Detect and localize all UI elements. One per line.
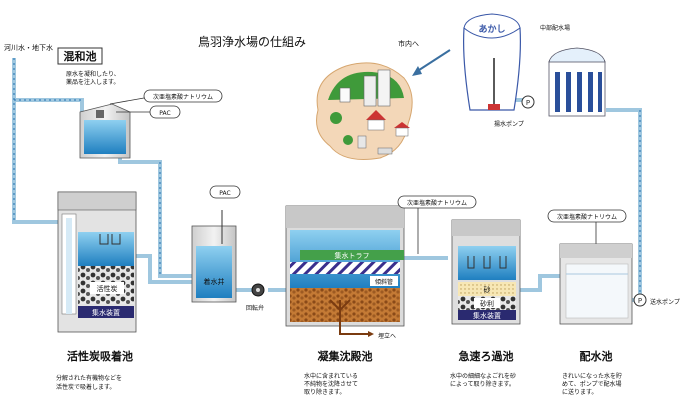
sedimentation-trough-label: 集水トラフ	[335, 251, 370, 260]
filter-sand-label: 砂	[484, 285, 491, 294]
rapid-filter-desc-1: 水中の細細なよごれを砂	[450, 372, 516, 380]
diagram-title: 鳥羽浄水場の仕組み	[198, 34, 306, 49]
filter-gravel-label: 砂利	[480, 299, 494, 308]
chem-tag-mixing: 次亜塩素酸ナトリウム PAC	[109, 89, 223, 119]
mixing-pool-desc-1: 原水を凝和したり、	[66, 70, 120, 78]
rotary-valve-label: 回転弁	[246, 304, 264, 312]
distribution-pool	[559, 243, 633, 325]
mixing-pool-desc-2: 薬品を注入します。	[66, 78, 119, 86]
send-pump-p-symbol: P	[638, 297, 642, 305]
rapid-filter-title: 急速ろ過池	[459, 349, 514, 363]
city-illustration: 市内へ	[316, 39, 451, 160]
source-label: 河川水・地下水	[4, 43, 53, 52]
chem-label-sediment-hypo: 次亜塩素酸ナトリウム	[407, 199, 467, 207]
rapid-filter: 砂 砂利 集水装置	[451, 219, 521, 325]
pipe-stripes	[13, 58, 641, 300]
carbon-pool-desc-2: 活性炭で吸着します。	[56, 383, 115, 391]
chem-label-mixing-hypo: 次亜塩素酸ナトリウム	[153, 93, 213, 101]
sedimentation-desc-2: 不純物を沈降させて	[304, 380, 358, 388]
rapid-filter-desc-2: によって取り除きます。	[450, 380, 515, 388]
lift-pump-p-symbol: P	[526, 99, 530, 107]
water-tower: あかし	[463, 13, 521, 111]
distribution-desc-1: きれいになった水を貯	[562, 372, 622, 380]
send-pump-label: 送水ポンプ	[650, 298, 680, 306]
send-pump: P 送水ポンプ	[633, 293, 680, 307]
distribution-desc-2: めて、ポンプで配水場	[562, 380, 622, 388]
intake-well-label: 着水井	[204, 277, 225, 286]
distribution-title: 配水池	[580, 349, 613, 363]
sedimentation-tube-label: 傾斜管	[375, 278, 393, 286]
tower-label: あかし	[478, 24, 505, 35]
to-city-label: 市内へ	[398, 39, 419, 48]
chem-label-mixing-pac: PAC	[159, 110, 170, 117]
sedimentation-desc-3: 取り除きます。	[304, 388, 345, 396]
reservoir-label: 中部配水場	[540, 24, 570, 32]
reservoir: 中部配水場	[540, 24, 606, 117]
carbon-pool-desc-1: 分解された有機物などを	[56, 374, 122, 382]
chem-tag-distribution: 次亜塩素酸ナトリウム	[547, 209, 627, 262]
carbon-pool: 活性炭 集水装置	[57, 191, 137, 333]
intake-well: 着水井 PAC	[191, 185, 241, 303]
filter-collector-label: 集水装置	[473, 311, 501, 320]
lift-pump: P 揚水ポンプ	[494, 95, 535, 128]
sedimentation-title: 凝集沈殿池	[318, 349, 373, 363]
sedimentation-basin: 集水トラフ 傾斜管 埋立へ	[285, 205, 405, 340]
landfill-label: 埋立へ	[378, 332, 396, 340]
carbon-collector-label: 集水装置	[92, 308, 120, 317]
mixing-pool: 混和池 原水を凝和したり、 薬品を注入します。	[57, 47, 131, 159]
chem-tag-sedimentation: 次亜塩素酸ナトリウム	[397, 195, 477, 254]
chem-label-intake-pac: PAC	[219, 190, 230, 197]
carbon-pool-title: 活性炭吸着池	[67, 349, 133, 363]
chem-label-dist-hypo: 次亜塩素酸ナトリウム	[557, 213, 617, 221]
sedimentation-desc-1: 水中に含まれている	[304, 372, 358, 380]
lift-pump-label: 揚水ポンプ	[494, 120, 524, 128]
rotary-valve: 回転弁	[246, 283, 265, 312]
distribution-desc-3: に送ります。	[562, 388, 597, 396]
mixing-pool-title: 混和池	[64, 49, 97, 63]
carbon-inner-label: 活性炭	[97, 284, 118, 293]
